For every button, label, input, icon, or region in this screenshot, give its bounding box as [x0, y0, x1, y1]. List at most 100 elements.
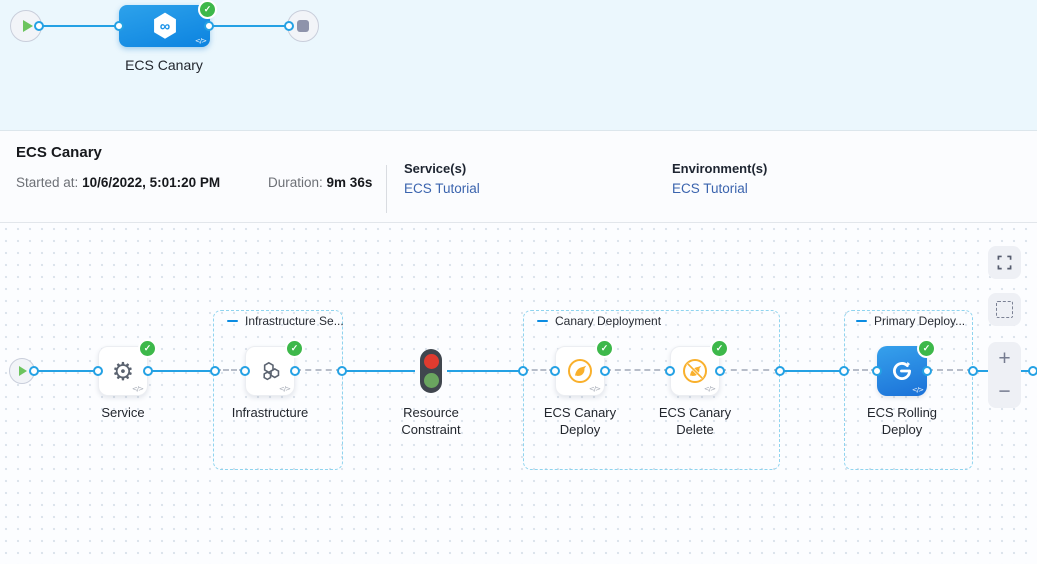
collapse-icon[interactable]: [227, 319, 238, 323]
port: [143, 366, 153, 376]
success-badge: ✓: [710, 339, 729, 358]
step-label: Resource Constraint: [401, 405, 461, 437]
gear-icon: ⚙: [111, 356, 135, 386]
port: [240, 366, 250, 376]
connector-dashed: [720, 369, 780, 371]
step-label: Service: [101, 405, 145, 420]
started-value: 10/6/2022, 5:01:20 PM: [82, 175, 221, 190]
success-badge: ✓: [917, 339, 936, 358]
code-icon: </>: [131, 385, 144, 393]
connector-dashed: [295, 369, 342, 371]
group-header-infrastructure[interactable]: Infrastructure Se...: [227, 314, 344, 328]
zoom-controls: + −: [988, 342, 1021, 408]
play-icon: [19, 366, 27, 376]
port: [839, 366, 849, 376]
port: [34, 21, 44, 31]
port: [715, 366, 725, 376]
play-icon: [22, 20, 33, 32]
port: [872, 366, 882, 376]
connector-dashed: [605, 369, 670, 371]
stage-overview-strip: ∞ </> ✓ ECS Canary: [0, 0, 1037, 131]
port: [114, 21, 124, 31]
connector-line: [34, 370, 98, 372]
port: [968, 366, 978, 376]
port: [204, 21, 214, 31]
fullscreen-button[interactable]: [988, 246, 1021, 279]
graph-start-node[interactable]: [9, 358, 35, 384]
duration-label: Duration:: [268, 175, 323, 190]
zoom-out-button[interactable]: −: [998, 380, 1011, 403]
environments-link[interactable]: ECS Tutorial: [672, 181, 748, 196]
duration: Duration: 9m 36s: [268, 175, 372, 190]
started-label: Started at:: [16, 175, 79, 190]
group-box-infrastructure: [213, 310, 343, 470]
red-light: [423, 353, 439, 369]
port: [665, 366, 675, 376]
group-label: Canary Deployment: [555, 314, 662, 328]
duration-value: 9m 36s: [326, 175, 373, 190]
step-label: ECS Canary Deploy: [543, 405, 617, 437]
port: [93, 366, 103, 376]
port: [29, 366, 39, 376]
connector-line: [447, 370, 523, 372]
rolling-deploy-icon: [893, 361, 911, 380]
code-icon: </>: [588, 385, 601, 393]
execution-graph-canvas[interactable]: Infrastructure Se... Canary Deployment P…: [0, 223, 1037, 564]
port: [775, 366, 785, 376]
code-icon: </>: [278, 385, 291, 393]
canary-icon: [568, 359, 592, 383]
green-light: [423, 373, 439, 389]
group-label: Primary Deploy...: [874, 314, 966, 328]
execution-info-bar: ECS Canary Started at: 10/6/2022, 5:01:2…: [0, 131, 1037, 223]
zoom-in-button[interactable]: +: [998, 347, 1011, 370]
selection-mode-button[interactable]: [988, 293, 1021, 326]
svg-text:∞: ∞: [159, 19, 169, 35]
connector-line: [780, 370, 844, 372]
resource-constraint-traffic-light-icon[interactable]: [420, 349, 442, 393]
collapse-icon[interactable]: [856, 319, 867, 323]
marquee-icon: [996, 301, 1013, 318]
infrastructure-hexagons-icon: [262, 361, 279, 380]
environments-label: Environment(s): [672, 161, 768, 176]
collapse-icon[interactable]: [537, 319, 548, 323]
success-badge: ✓: [285, 339, 304, 358]
step-label: ECS Rolling Deploy: [866, 405, 938, 437]
stage-label: ECS Canary: [125, 57, 203, 73]
divider: [386, 165, 387, 213]
started-at: Started at: 10/6/2022, 5:01:20 PM: [16, 175, 220, 190]
group-box-primary-deployment: [844, 310, 973, 470]
group-label: Infrastructure Se...: [245, 314, 344, 328]
port: [600, 366, 610, 376]
connector-line: [148, 370, 215, 372]
port: [518, 366, 528, 376]
port: [337, 366, 347, 376]
connector-dashed: [523, 369, 555, 371]
page-title: ECS Canary: [16, 144, 102, 161]
connector-dashed: [927, 369, 973, 371]
stop-icon: [297, 20, 309, 32]
stage-node-ecs-canary[interactable]: ∞ </>: [119, 5, 210, 47]
success-badge: ✓: [138, 339, 157, 358]
code-icon: </>: [194, 37, 207, 45]
connector-dashed: [215, 369, 245, 371]
canary-delete-icon: [683, 359, 707, 383]
fullscreen-icon: [997, 255, 1012, 270]
services-label: Service(s): [404, 161, 467, 176]
step-label: Infrastructure: [231, 405, 309, 420]
harness-stage-icon: ∞: [153, 12, 176, 39]
success-badge: ✓: [595, 339, 614, 358]
code-icon: </>: [703, 385, 716, 393]
group-header-primary-deployment[interactable]: Primary Deploy...: [856, 314, 965, 328]
connector-line: [209, 25, 291, 27]
group-header-canary-deployment[interactable]: Canary Deployment: [537, 314, 661, 328]
port: [1028, 366, 1037, 376]
success-badge: ✓: [198, 0, 217, 19]
code-icon: </>: [911, 386, 924, 394]
port: [922, 366, 932, 376]
services-link[interactable]: ECS Tutorial: [404, 181, 480, 196]
group-box-canary-deployment: [523, 310, 780, 470]
port: [284, 21, 294, 31]
connector-dashed: [844, 369, 877, 371]
connector-line: [342, 370, 415, 372]
